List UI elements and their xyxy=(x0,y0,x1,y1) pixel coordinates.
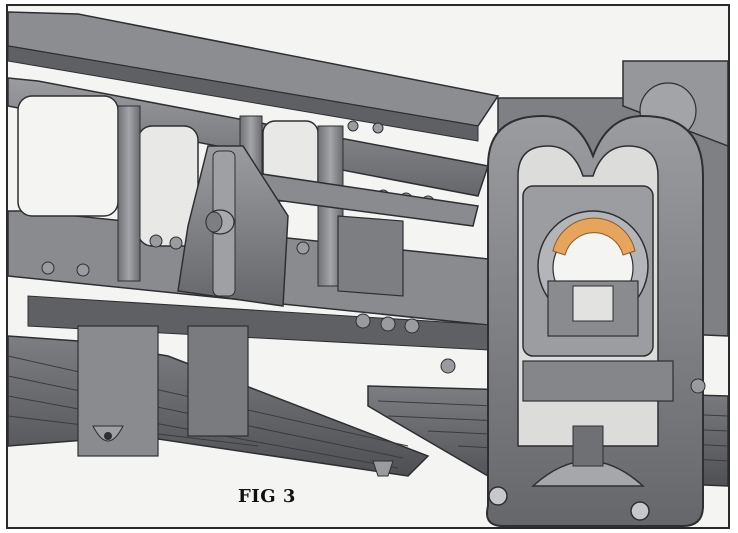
torque-arm xyxy=(207,165,479,297)
spring-hanger xyxy=(440,114,706,527)
equalizer-bracket xyxy=(177,145,289,307)
leaf-spring-left xyxy=(8,325,430,477)
figure-frame: FIG 3 xyxy=(6,4,730,529)
suspension-drawing xyxy=(8,11,728,527)
figure-caption: FIG 3 xyxy=(238,486,296,507)
upper-frame-rail xyxy=(8,11,500,142)
